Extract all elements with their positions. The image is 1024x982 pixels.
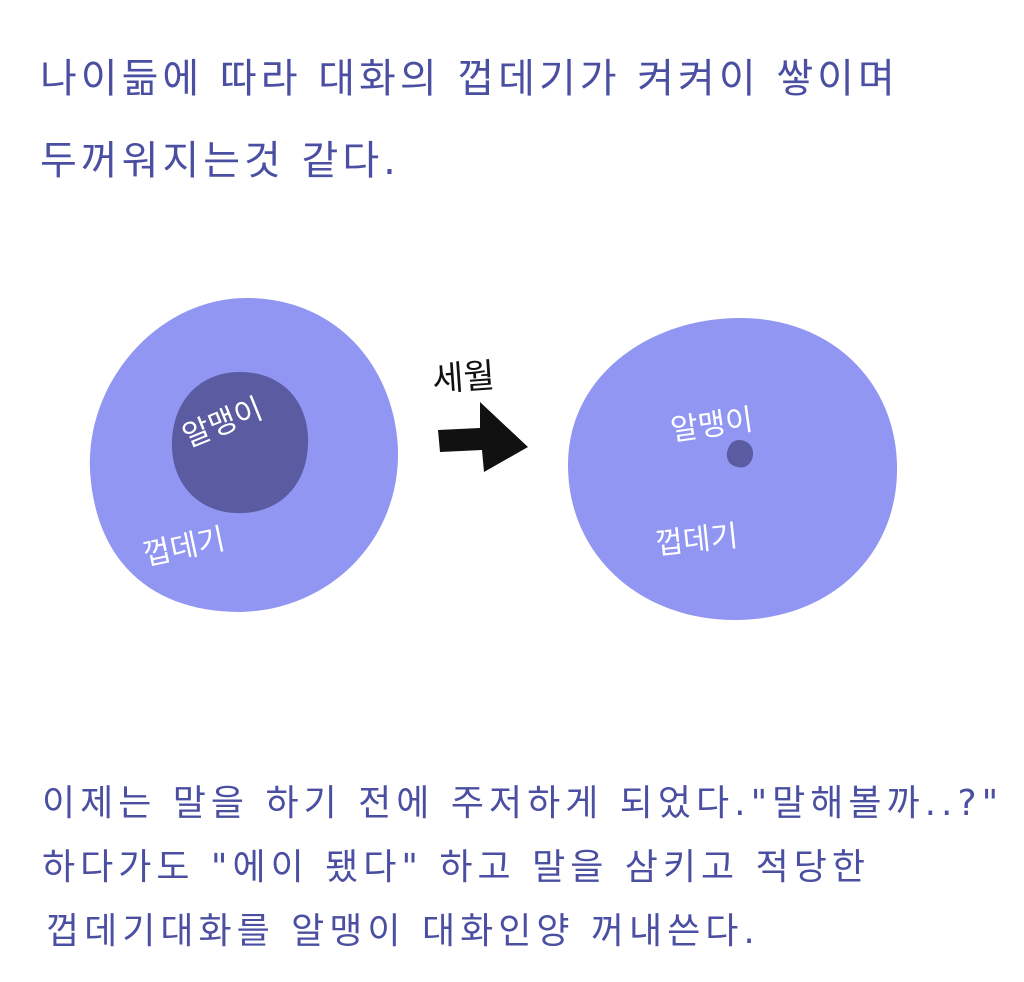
after-shell-label: 껍데기 xyxy=(653,518,740,563)
bottom-text-line-2: 하다가도 "에이 됐다" 하고 말을 삼키고 적당한 xyxy=(42,847,870,888)
after-shell-circle xyxy=(568,318,898,620)
top-text-line-1: 나이듦에 따라 대화의 껍데기가 켜켜이 쌓이며 xyxy=(40,56,899,102)
bottom-text-line-3: 껍데기대화를 알맹이 대화인양 꺼내쓴다. xyxy=(46,911,760,952)
before-core-circle xyxy=(171,372,309,514)
bottom-text-line-1: 이제는 말을 하기 전에 주저하게 되었다."말해볼까..?" xyxy=(42,783,1004,824)
after-core-dot xyxy=(726,440,754,468)
arrow-icon xyxy=(438,402,528,472)
time-label: 세월 xyxy=(430,355,497,401)
top-text-line-2: 두꺼워지는것 같다. xyxy=(40,138,400,184)
